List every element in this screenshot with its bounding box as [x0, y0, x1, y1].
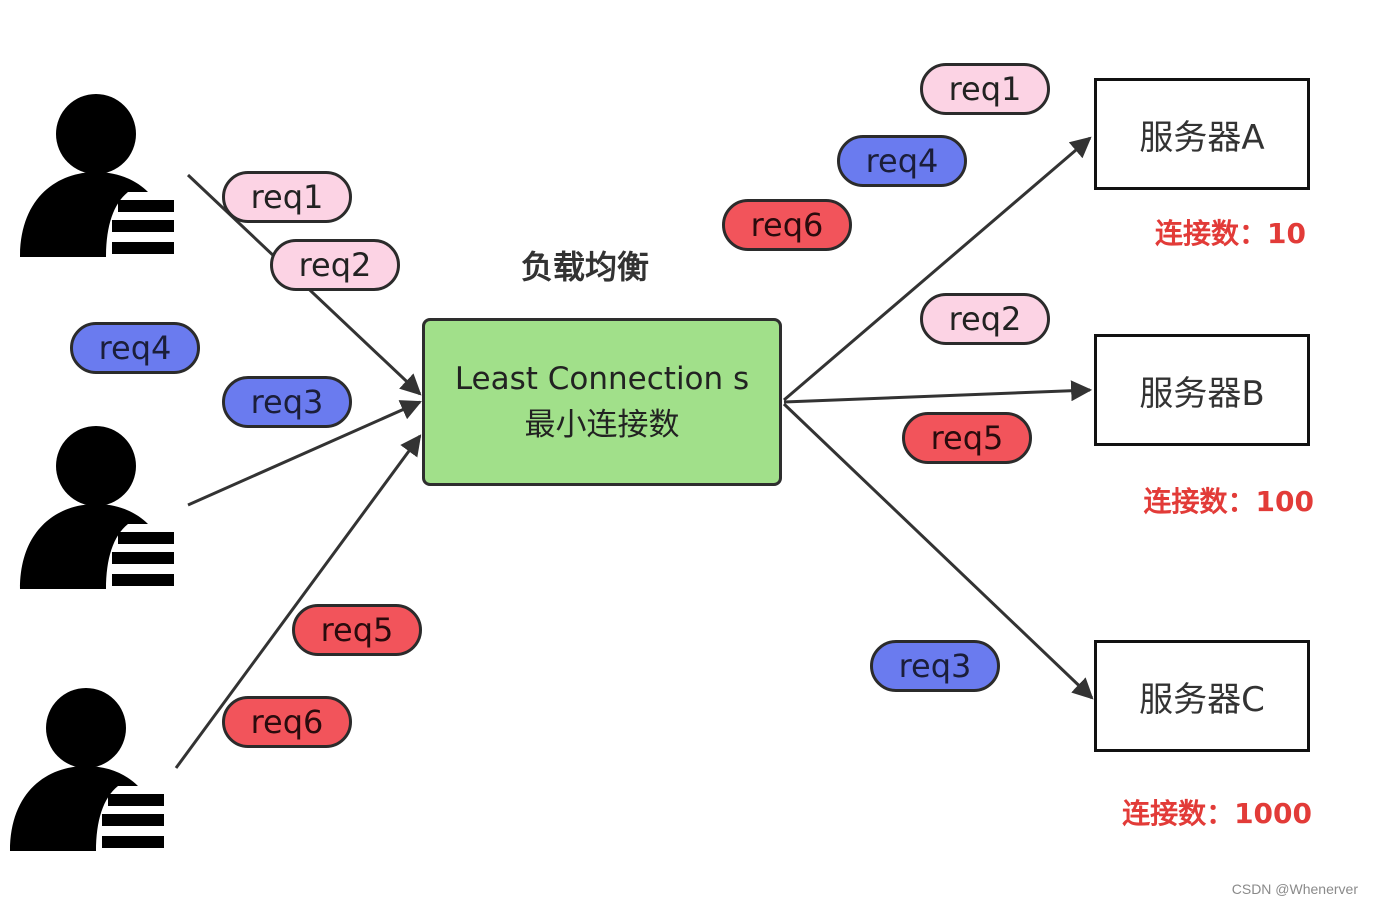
arrow-lb-to-server-a [783, 136, 1092, 402]
connections-count: 连接数：10 [1155, 217, 1306, 250]
server-c: 服务器C [1094, 640, 1310, 752]
request-pill: req2 [270, 239, 400, 291]
connections-count: 连接数：1000 [1122, 797, 1312, 830]
watermark: CSDN @Whenerver [1231, 881, 1358, 897]
request-pill: req6 [222, 696, 352, 748]
user-icon [20, 94, 174, 257]
request-pill: req5 [902, 412, 1032, 464]
request-pill: req4 [70, 322, 200, 374]
request-pill: req3 [870, 640, 1000, 692]
load-balancer-label: Least Connection s 最小连接数 [454, 361, 750, 443]
arrow-user2-to-lb [187, 400, 422, 507]
load-balancer-title: 负载均衡 [520, 248, 649, 286]
request-pill: req1 [222, 171, 352, 223]
connections-count: 连接数：100 [1143, 485, 1314, 518]
server-a: 服务器A [1094, 78, 1310, 190]
server-name: 服务器C [1139, 679, 1265, 720]
request-pill: req4 [837, 135, 967, 187]
user-icon [10, 688, 164, 851]
request-pill: req6 [722, 199, 852, 251]
server-name: 服务器B [1139, 373, 1265, 414]
server-b: 服务器B [1094, 334, 1310, 446]
server-name: 服务器A [1139, 117, 1265, 158]
request-pill: req3 [222, 376, 352, 428]
request-pill: req5 [292, 604, 422, 656]
arrow-lb-to-server-c [782, 402, 1094, 700]
load-balancer-box: Least Connection s 最小连接数 [422, 318, 782, 486]
arrow-user3-to-lb [174, 434, 422, 769]
request-pill: req1 [920, 63, 1050, 115]
user-icon [20, 426, 174, 589]
arrow-lb-to-server-b [783, 380, 1093, 404]
request-pill: req2 [920, 293, 1050, 345]
